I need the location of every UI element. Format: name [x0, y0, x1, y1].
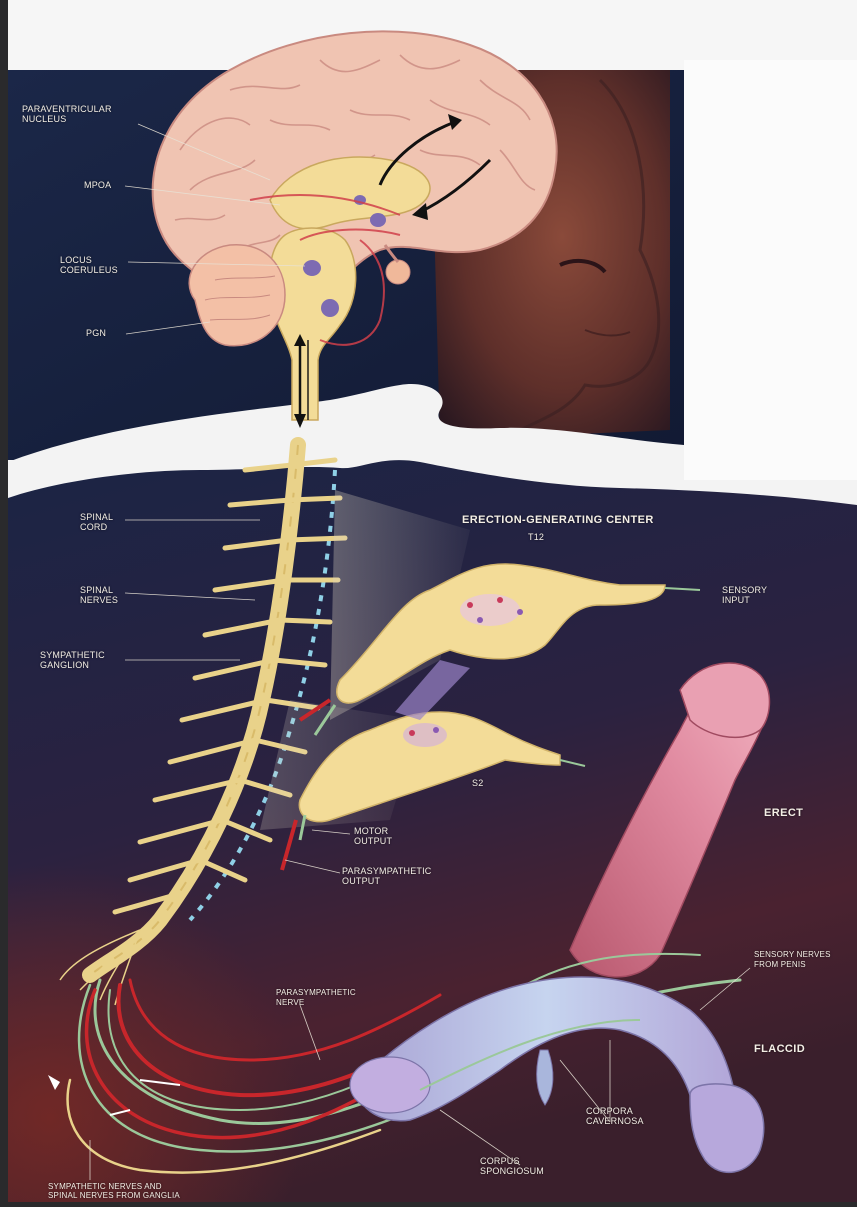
label-spinal-cord: SPINAL CORD — [80, 512, 113, 532]
label-parasympathetic-nerve: PARASYMPATHETIC NERVE — [276, 988, 356, 1008]
label-erection-generating-center: ERECTION-GENERATING CENTER — [462, 515, 654, 525]
blank-panel — [684, 60, 857, 480]
label-paraventricular-nucleus: PARAVENTRICULAR NUCLEUS — [22, 104, 112, 124]
label-parasympathetic-output: PARASYMPATHETIC OUTPUT — [342, 866, 432, 886]
label-mpoa: MPOA — [84, 180, 111, 190]
label-sensory-nerves-from-penis: SENSORY NERVES FROM PENIS — [754, 950, 831, 970]
label-corpus-spongiosum: CORPUS SPONGIOSUM — [480, 1156, 544, 1176]
label-pgn: PGN — [86, 328, 106, 338]
label-sympathetic-ganglion: SYMPATHETIC GANGLION — [40, 650, 105, 670]
label-t12: T12 — [528, 532, 544, 542]
label-sensory-input: SENSORY INPUT — [722, 585, 767, 605]
label-erect: ERECT — [764, 808, 803, 818]
label-locus-coeruleus: LOCUS COERULEUS — [60, 255, 118, 275]
label-motor-output: MOTOR OUTPUT — [354, 826, 392, 846]
label-corpora-cavernosa: CORPORA CAVERNOSA — [586, 1106, 644, 1126]
label-sympathetic-nerves-bottom: SYMPATHETIC NERVES AND SPINAL NERVES FRO… — [48, 1182, 180, 1200]
label-s2: S2 — [472, 778, 483, 788]
label-flaccid: FLACCID — [754, 1044, 805, 1054]
label-spinal-nerves: SPINAL NERVES — [80, 585, 118, 605]
